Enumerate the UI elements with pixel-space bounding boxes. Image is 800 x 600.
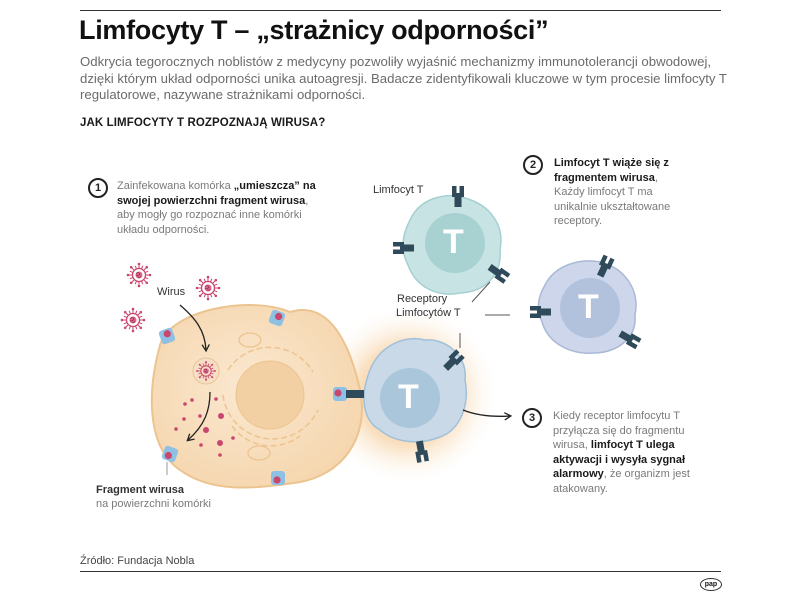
virus-fragment-mhc-bound (333, 387, 347, 401)
receptors-leader-line (471, 281, 491, 303)
fragment-transport-arrow (186, 391, 211, 442)
step-2-text: Limfocyt T wiąże się z fragmentem wirusa… (554, 156, 684, 229)
lymphocyte-t-cell (393, 186, 511, 295)
lymphocyte-label: Limfocyt T (373, 184, 424, 196)
virus-label: Wirus (157, 286, 186, 298)
pap-logo: pap (700, 578, 722, 591)
virus-fragment-mhc (271, 471, 285, 485)
step-1-text-a: Zainfekowana komórka (117, 180, 234, 192)
step-2-number: 2 (523, 155, 543, 175)
step-2-text-b: , Każdy limfocyt T ma unikalnie ukształt… (554, 171, 671, 228)
infected-cell (150, 304, 363, 489)
t-cell-letter: T (578, 288, 599, 326)
virus-particle (195, 275, 221, 301)
fragment-label: Fragment wirusa (96, 484, 185, 496)
fragment-sublabel: na powierzchni komórki (96, 498, 211, 510)
virus-particle (126, 262, 152, 288)
t-cell-letter: T (398, 378, 419, 416)
virus-fragments (174, 397, 235, 457)
step-3-number: 3 (522, 408, 542, 428)
lymphocyte-t-cell-2 (530, 254, 642, 354)
step-1-number: 1 (88, 178, 108, 198)
step-3-bold: limfocyt T ulega aktywacji i wysyła sygn… (553, 439, 686, 480)
virus-internalized (195, 360, 217, 382)
tcr-bound (346, 390, 364, 398)
receptors-label-line1: Receptory (397, 293, 448, 305)
step-3-text: Kiedy receptor limfocytu T przyłącza się… (553, 409, 703, 496)
step-3-text-b: , że organizm jest atakowany. (553, 468, 690, 495)
virus-entry-arrow (179, 304, 210, 353)
nucleus (235, 360, 305, 430)
section-heading: JAK LIMFOCYTY T ROZPOZNAJĄ WIRUSA? (80, 117, 326, 129)
step-1-text: Zainfekowana komórka „umieszcza” na swoj… (117, 179, 327, 237)
t-cell-letter: T (443, 223, 464, 261)
mitochondrion (247, 445, 271, 461)
top-rule (80, 10, 721, 11)
bottom-rule (80, 571, 721, 572)
activated-t-cell (346, 338, 467, 463)
mitochondrion (238, 332, 262, 348)
source-note: Źródło: Fundacja Nobla (80, 555, 195, 567)
step-3-text-a: Kiedy receptor limfocytu T przyłącza się… (553, 410, 685, 451)
step-1-bold: „umieszcza” na swojej powierzchni fragme… (117, 180, 316, 207)
step-1-text-b: , aby mogły go rozpoznać inne komórki uk… (117, 194, 309, 236)
activation-arrow (462, 409, 513, 421)
receptors-label-line2: Limfocytów T (396, 307, 461, 319)
virus-particle (120, 307, 146, 333)
lead-paragraph: Odkrycia tegorocznych noblistów z medycy… (80, 54, 727, 102)
step-2-bold: Limfocyt T wiąże się z fragmentem wirusa (554, 157, 669, 184)
page-title: Limfocyty T – „strażnicy odporności” (79, 15, 549, 45)
